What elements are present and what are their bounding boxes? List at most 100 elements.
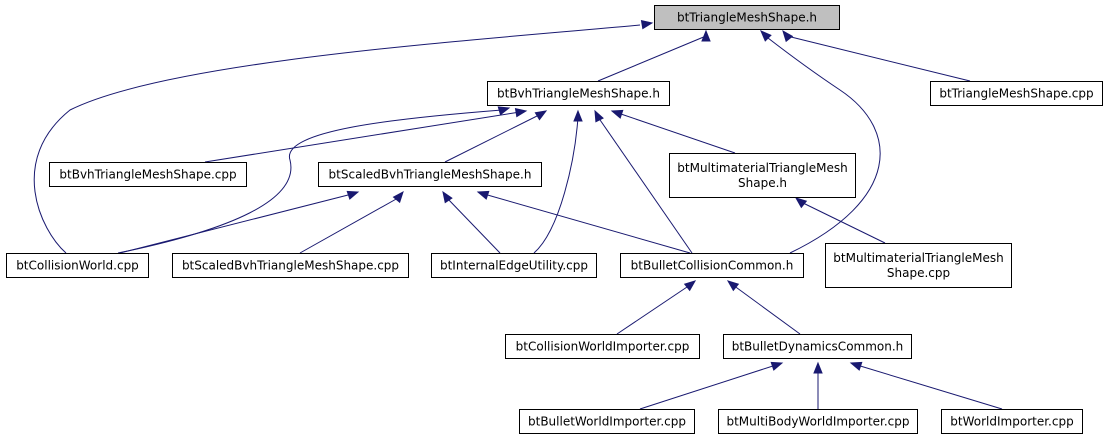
edge-n_tms_cpp-to-n_root xyxy=(782,29,971,82)
node-label: btScaledBvhTriangleMeshShape.cpp xyxy=(182,259,399,273)
edge-line xyxy=(597,35,707,82)
edge-n_bvh_cpp-to-n_bvh_h xyxy=(204,108,528,163)
node-label: btTriangleMeshShape.cpp xyxy=(939,87,1093,101)
node-box[interactable] xyxy=(6,253,149,278)
edge-n_scaled_cpp-to-n_scaled_h xyxy=(299,190,404,254)
edge-line xyxy=(617,112,736,154)
arrowhead xyxy=(701,29,711,42)
arrowhead xyxy=(392,190,404,204)
node-box[interactable] xyxy=(505,334,700,359)
node-bvh-h[interactable]: btBvhTriangleMeshShape.h xyxy=(487,81,670,106)
edge-line xyxy=(119,193,353,254)
node-label: btBulletWorldImporter.cpp xyxy=(528,415,686,429)
node-label: btBvhTriangleMeshShape.h xyxy=(497,87,660,101)
node-label: btMultiBodyWorldImporter.cpp xyxy=(726,415,909,429)
node-box[interactable] xyxy=(930,81,1103,106)
arrowhead xyxy=(346,190,360,200)
edge-line xyxy=(767,37,881,254)
arrowhead xyxy=(849,361,863,371)
node-label: btTriangleMeshShape.h xyxy=(677,11,817,25)
node-label: btBulletDynamicsCommon.h xyxy=(732,340,904,354)
node-mbwi-cpp[interactable]: btMultiBodyWorldImporter.cpp xyxy=(718,409,918,434)
edge-n_wi_cpp-to-n_bdc_h xyxy=(849,361,1003,410)
node-box[interactable] xyxy=(519,409,695,434)
node-box[interactable] xyxy=(431,253,597,278)
edge-n_mbwi_cpp-to-n_bdc_h xyxy=(813,361,823,409)
node-scaled-cpp[interactable]: btScaledBvhTriangleMeshShape.cpp xyxy=(172,253,409,278)
node-box[interactable] xyxy=(669,153,856,198)
node-bvh-cpp[interactable]: btBvhTriangleMeshShape.cpp xyxy=(49,162,247,187)
edge-line xyxy=(444,113,542,163)
node-box[interactable] xyxy=(723,334,912,359)
edge-line xyxy=(856,364,1003,410)
node-cwi-cpp[interactable]: btCollisionWorldImporter.cpp xyxy=(505,334,700,359)
arrowhead xyxy=(760,30,772,42)
edge-n_multi_cpp-to-n_multi_h xyxy=(794,197,886,244)
node-label: btBvhTriangleMeshShape.cpp xyxy=(59,168,236,182)
edge-line xyxy=(732,284,801,335)
edge-line xyxy=(117,109,503,254)
edge-n_cw_cpp-to-n_bvh_h xyxy=(117,106,511,254)
arrowhead xyxy=(497,106,511,116)
arrowhead xyxy=(683,280,697,292)
edge-n_ieu_cpp-to-n_scaled_h xyxy=(442,190,501,254)
edge-n_bcc_h-to-n_root xyxy=(760,30,881,254)
node-box[interactable] xyxy=(620,253,804,278)
edge-n_bcc_h-to-n_scaled_h xyxy=(476,190,691,254)
node-box[interactable] xyxy=(718,409,918,434)
edge-line xyxy=(533,116,579,254)
arrowhead xyxy=(813,361,823,374)
edge-n_bdc_h-to-n_bcc_h xyxy=(726,280,801,335)
nodes-layer: btTriangleMeshShape.h btBvhTriangleMeshSh… xyxy=(6,5,1103,434)
arrowhead xyxy=(770,361,784,371)
node-bwi-cpp[interactable]: btBulletWorldImporter.cpp xyxy=(519,409,695,434)
arrowhead xyxy=(610,109,624,119)
node-label: btInternalEdgeUtility.cpp xyxy=(440,259,588,273)
node-root[interactable]: btTriangleMeshShape.h xyxy=(654,5,840,30)
node-label: btScaledBvhTriangleMeshShape.h xyxy=(329,168,532,182)
node-box[interactable] xyxy=(825,243,1012,288)
edges-layer xyxy=(33,20,1003,410)
node-bdc-h[interactable]: btBulletDynamicsCommon.h xyxy=(723,334,912,359)
node-label: btMultimaterialTriangleMesh xyxy=(677,161,847,175)
node-wi-cpp[interactable]: btWorldImporter.cpp xyxy=(941,409,1083,434)
edge-n_scaled_h-to-n_bvh_h xyxy=(444,110,548,163)
node-ieu-cpp[interactable]: btInternalEdgeUtility.cpp xyxy=(431,253,597,278)
edge-n_multi_h-to-n_bvh_h xyxy=(610,109,736,154)
node-box[interactable] xyxy=(941,409,1083,434)
arrowhead xyxy=(640,20,654,30)
edge-n_bvh_h-to-n_root xyxy=(597,29,711,82)
edge-line xyxy=(639,364,777,410)
edge-line xyxy=(204,111,521,163)
node-bcc-h[interactable]: btBulletCollisionCommon.h xyxy=(620,253,804,278)
node-box[interactable] xyxy=(172,253,409,278)
edge-n_bwi_cpp-to-n_bdc_h xyxy=(639,361,784,410)
node-box[interactable] xyxy=(318,162,542,187)
arrowhead xyxy=(573,109,583,122)
edge-n_cw_cpp-to-n_scaled_h xyxy=(119,190,360,254)
node-box[interactable] xyxy=(49,162,247,187)
edge-n_cwi_cpp-to-n_bcc_h xyxy=(616,280,697,335)
edge-line xyxy=(800,201,886,244)
node-cw-cpp[interactable]: btCollisionWorld.cpp xyxy=(6,253,149,278)
arrowhead xyxy=(794,197,808,209)
edge-line xyxy=(616,284,691,335)
edge-line xyxy=(786,35,971,82)
arrowhead xyxy=(726,280,740,292)
arrowhead xyxy=(514,108,528,118)
node-box[interactable] xyxy=(487,81,670,106)
node-label: Shape.h xyxy=(738,176,787,190)
edge-line xyxy=(597,116,693,254)
node-label: btBulletCollisionCommon.h xyxy=(631,259,794,273)
node-label: btWorldImporter.cpp xyxy=(950,415,1073,429)
arrowhead xyxy=(442,190,453,204)
node-label: btMultimaterialTriangleMesh xyxy=(833,251,1003,265)
node-scaled-h[interactable]: btScaledBvhTriangleMeshShape.h xyxy=(318,162,542,187)
node-tms-cpp[interactable]: btTriangleMeshShape.cpp xyxy=(930,81,1103,106)
edge-line xyxy=(299,197,399,254)
arrowhead xyxy=(782,29,794,43)
node-box[interactable] xyxy=(654,5,840,30)
